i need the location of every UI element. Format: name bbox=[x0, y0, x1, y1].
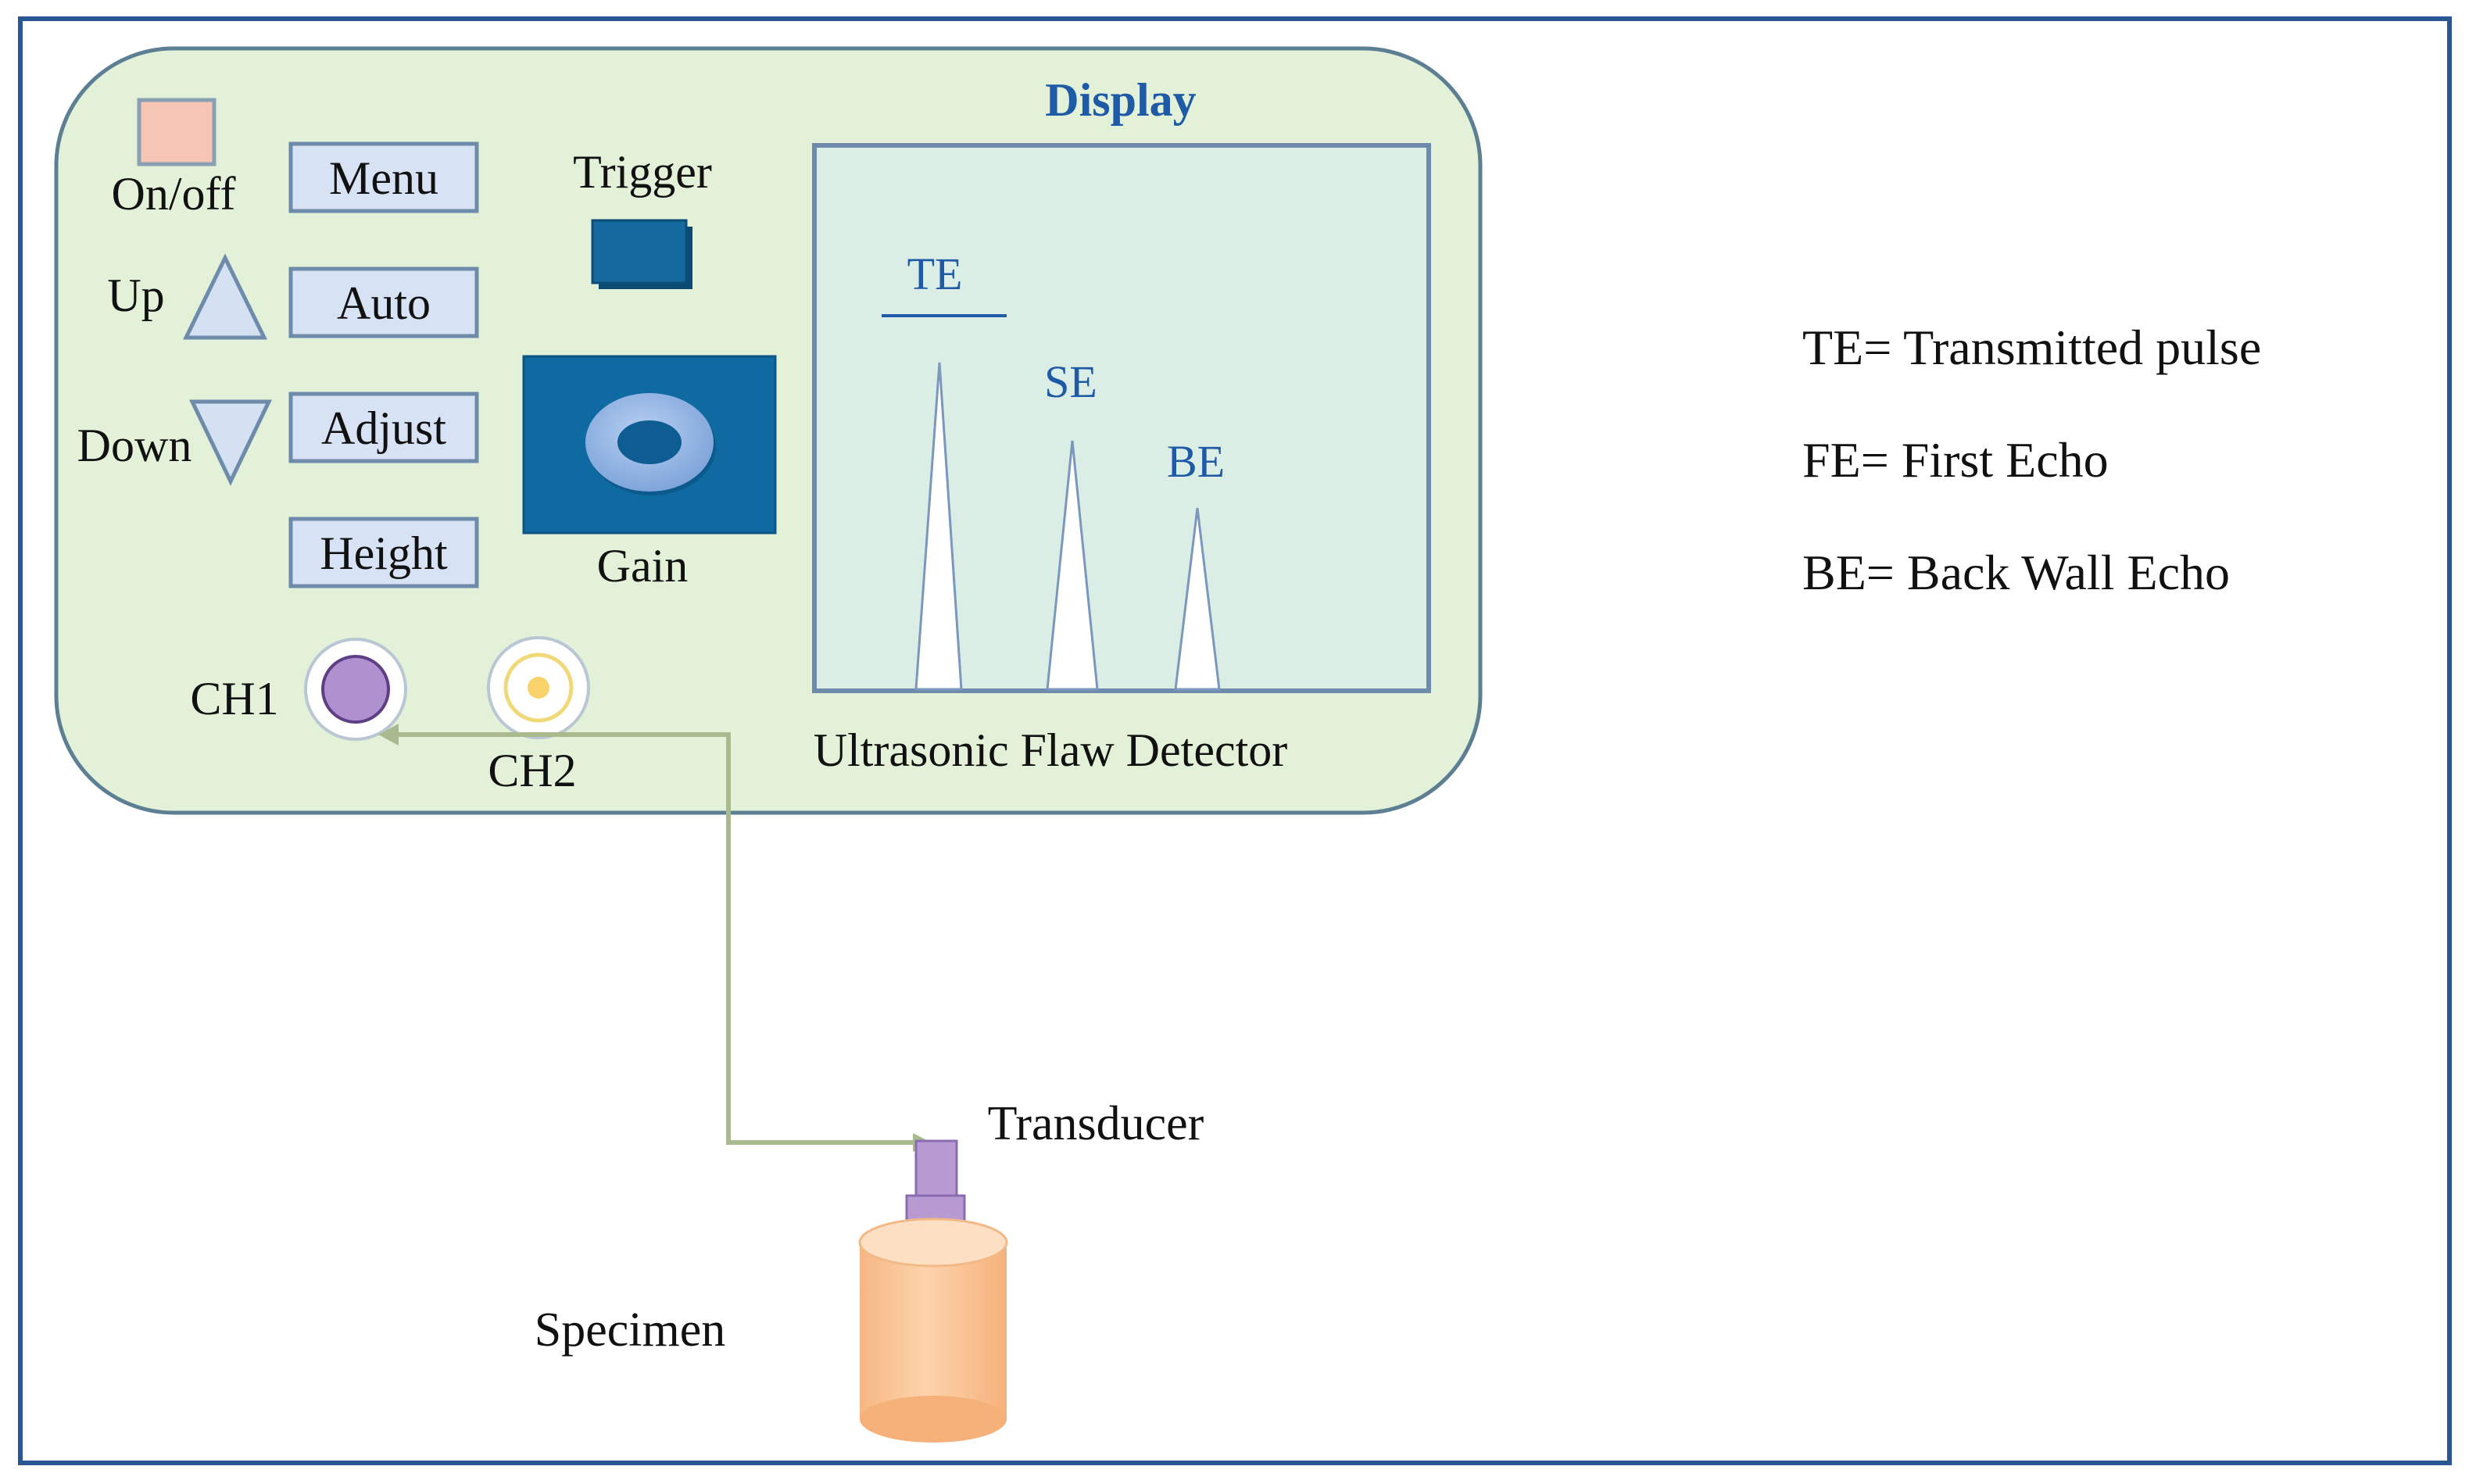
gain-knob[interactable] bbox=[585, 393, 716, 495]
up-arrow-button[interactable] bbox=[182, 253, 268, 340]
display-title: Display bbox=[1045, 74, 1196, 126]
adjust-button-label: Adjust bbox=[321, 402, 446, 454]
height-button[interactable]: Height bbox=[288, 517, 479, 588]
ch1-label: CH1 bbox=[190, 673, 278, 724]
ch1-connector[interactable] bbox=[304, 638, 407, 741]
peak-label-se: SE bbox=[1044, 356, 1097, 407]
onoff-label: On/off bbox=[112, 168, 236, 220]
gain-label: Gain bbox=[597, 540, 689, 592]
legend-te: TE= Transmitted pulse bbox=[1802, 320, 2261, 375]
down-arrow-button[interactable] bbox=[189, 399, 272, 486]
cable-arrowhead bbox=[378, 724, 399, 746]
transducer-body bbox=[914, 1139, 958, 1199]
ch2-label: CH2 bbox=[488, 745, 576, 796]
device-name-label: Ultrasonic Flaw Detector bbox=[814, 724, 1287, 776]
ch2-connector[interactable] bbox=[487, 636, 590, 739]
menu-button-label: Menu bbox=[329, 152, 438, 204]
peak-be bbox=[1174, 507, 1221, 691]
menu-button[interactable]: Menu bbox=[288, 141, 479, 213]
auto-button[interactable]: Auto bbox=[288, 266, 479, 338]
peak-te bbox=[914, 362, 963, 691]
onoff-button[interactable] bbox=[137, 98, 216, 166]
auto-button-label: Auto bbox=[337, 277, 431, 329]
peak-label-be: BE bbox=[1167, 436, 1225, 487]
legend-be: BE= Back Wall Echo bbox=[1802, 545, 2230, 600]
height-button-label: Height bbox=[320, 527, 448, 579]
trigger-button[interactable] bbox=[591, 219, 688, 284]
adjust-button[interactable]: Adjust bbox=[288, 392, 479, 463]
display-screen bbox=[812, 143, 1431, 693]
specimen-cylinder bbox=[858, 1218, 1008, 1443]
specimen-label: Specimen bbox=[535, 1303, 726, 1357]
legend-fe: FE= First Echo bbox=[1802, 432, 2109, 488]
trigger-label: Trigger bbox=[573, 146, 712, 198]
peak-label-te: TE bbox=[907, 249, 963, 299]
up-label: Up bbox=[107, 270, 164, 321]
transducer-label: Transducer bbox=[988, 1097, 1204, 1150]
down-label: Down bbox=[77, 420, 192, 471]
transducer-cable bbox=[391, 732, 913, 1145]
peak-se bbox=[1046, 440, 1099, 691]
